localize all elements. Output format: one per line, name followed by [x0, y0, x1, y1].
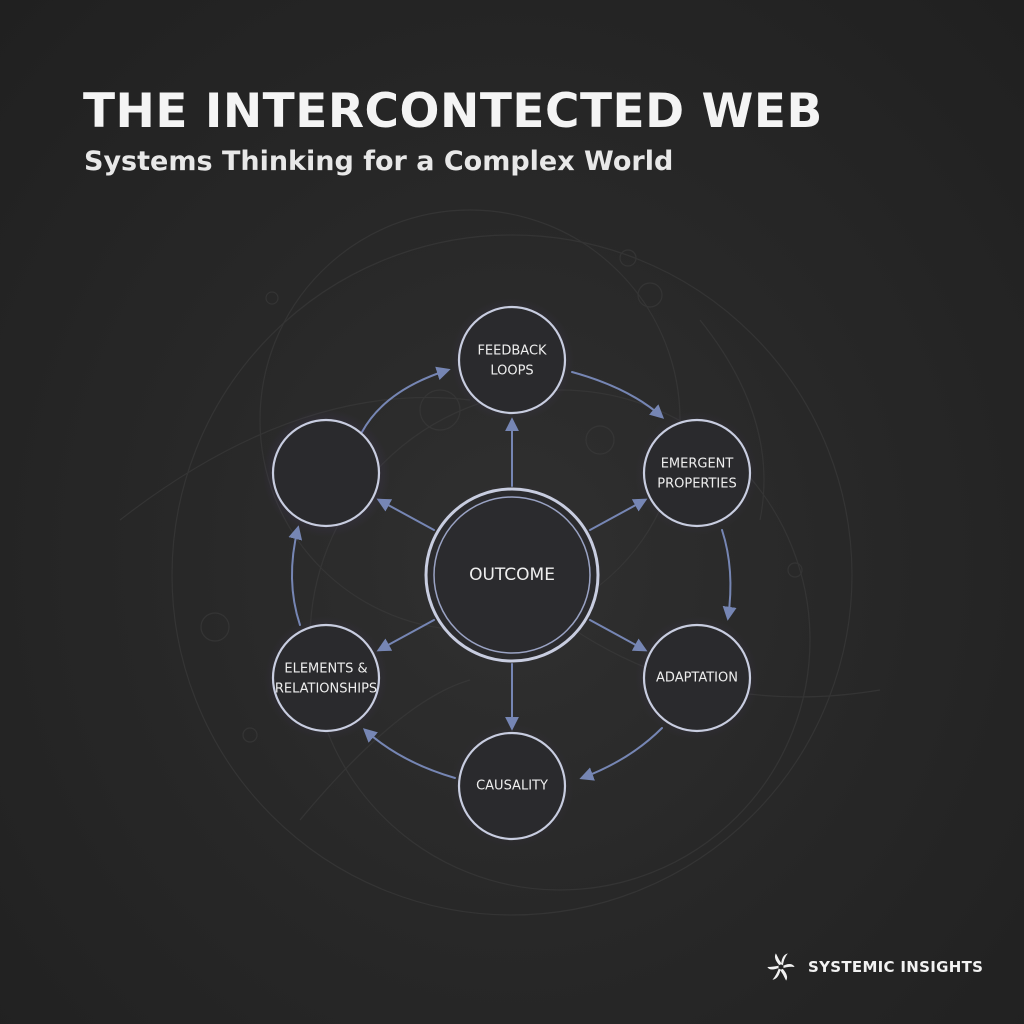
- node-label-line: CAUSALITY: [476, 779, 548, 794]
- center-label: OUTCOME: [469, 565, 555, 585]
- flow-arcs: [288, 366, 737, 781]
- spiral-logo-icon: [767, 953, 795, 981]
- node-adaptation: ADAPTATION: [635, 616, 759, 740]
- node-causality: CAUSALITY: [450, 724, 574, 848]
- node-label-line: PROPERTIES: [657, 477, 737, 492]
- arc-feedback-to-emergent: [571, 371, 665, 419]
- center-node: OUTCOME: [420, 483, 604, 667]
- brand: SYSTEMIC INSIGHTS: [764, 950, 983, 984]
- brand-name: SYSTEMIC INSIGHTS: [808, 958, 984, 976]
- page-subtitle: Systems Thinking for a Complex World: [84, 146, 674, 177]
- node-label-line: ADAPTATION: [656, 671, 738, 686]
- arc-elements-to-blank: [288, 525, 303, 626]
- node-label-line: ELEMENTS &: [284, 662, 367, 677]
- arc-causality-to-elements: [362, 728, 456, 779]
- arc-adaptation-to-causality: [579, 727, 663, 781]
- node-blank: [262, 409, 390, 537]
- arrow-to-elements: [376, 619, 435, 652]
- arrow-to-blank: [376, 498, 435, 531]
- arrow-to-adaptation: [589, 619, 648, 652]
- page-title: THE INTERCONTECTED WEB: [83, 84, 823, 139]
- arc-blank-to-feedback: [361, 366, 451, 433]
- arrow-to-emergent: [589, 498, 648, 531]
- node-label-line: EMERGENT: [661, 457, 734, 472]
- node-elements-relationships: ELEMENTS & RELATIONSHIPS: [264, 616, 388, 740]
- node-label-line: LOOPS: [490, 364, 533, 379]
- node-label-line: FEEDBACK: [477, 344, 547, 359]
- arc-emergent-to-adaptation: [721, 529, 737, 621]
- node-label-line: RELATIONSHIPS: [275, 682, 377, 697]
- node-feedback-loops: FEEDBACK LOOPS: [450, 298, 574, 422]
- radial-arrows: [376, 417, 648, 731]
- node-emergent-properties: EMERGENT PROPERTIES: [635, 411, 759, 535]
